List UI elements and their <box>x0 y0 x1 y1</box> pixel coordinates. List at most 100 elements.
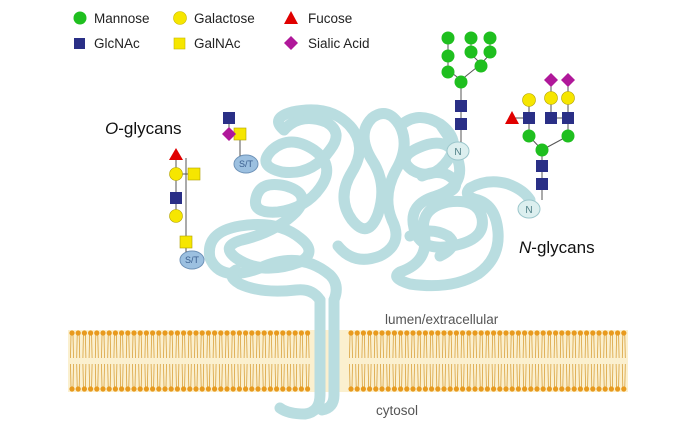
lipid-head <box>472 330 478 336</box>
lipid-tail <box>150 334 155 359</box>
lipid-tail <box>373 363 378 388</box>
lipid-head <box>615 330 621 336</box>
lipid-head <box>522 330 528 336</box>
legend-label-galnac: GalNAc <box>194 36 241 51</box>
galnac-icon <box>179 235 193 249</box>
lipid-head <box>584 386 590 392</box>
lipid-tail <box>299 363 304 388</box>
lipid-tail <box>398 363 403 388</box>
lipid-head <box>75 330 81 336</box>
lipid-head <box>478 386 484 392</box>
glcnac-icon <box>170 192 182 204</box>
transmembrane-segment <box>274 294 340 420</box>
lipid-tail <box>454 363 459 388</box>
lipid-head <box>608 330 615 336</box>
lipid-head <box>515 330 522 336</box>
galnac-icon <box>173 37 186 50</box>
lipid-head <box>484 386 490 392</box>
lipid-head <box>305 386 311 392</box>
lipid-head <box>373 386 379 392</box>
lipid-tail <box>603 334 608 359</box>
membrane-bilayer <box>68 330 628 392</box>
lipid-tail <box>547 363 552 388</box>
lipid-head <box>354 330 360 336</box>
lipid-tail <box>88 363 93 388</box>
lipid-head <box>416 386 422 392</box>
lipid-tail <box>107 363 112 388</box>
lipid-head <box>379 386 385 392</box>
lipid-tail <box>516 334 521 359</box>
membrane-band <box>68 330 628 392</box>
lipid-head <box>181 386 187 392</box>
site-st-upper-node <box>233 154 259 174</box>
lipid-head <box>478 330 484 336</box>
n-glycans-prefix: N <box>519 238 532 257</box>
lipid-head <box>497 386 503 392</box>
lipid-tail <box>429 334 434 359</box>
lipid-tail <box>510 334 515 359</box>
site-n-upper-node <box>446 141 470 161</box>
lipid-tail <box>584 334 589 359</box>
lipid-head <box>503 330 509 336</box>
lipid-tail <box>225 363 229 388</box>
lipid-head <box>367 386 373 392</box>
lipid-head <box>602 330 608 336</box>
lipid-tail <box>169 363 174 388</box>
lipid-head <box>224 386 230 392</box>
sialic-acid-icon <box>561 73 575 87</box>
lipid-tail <box>194 363 198 388</box>
lipid-head <box>546 330 553 336</box>
lipid-tail <box>101 363 105 388</box>
lipid-tail <box>541 363 546 388</box>
lipid-tail <box>94 334 99 359</box>
lipid-head <box>491 386 497 392</box>
lipid-head <box>460 330 466 336</box>
lipid-head <box>243 386 249 392</box>
lipid-head <box>224 330 230 336</box>
lipid-tail <box>249 363 254 388</box>
lipid-tail <box>206 363 211 388</box>
lipid-tail <box>138 334 143 359</box>
lipid-head <box>385 386 391 392</box>
lipid-tail <box>485 334 490 359</box>
lipid-tail <box>572 363 577 388</box>
lipid-head <box>298 386 304 392</box>
lipid-tail <box>113 334 118 359</box>
lipid-tail <box>380 334 384 359</box>
glcnac-icon <box>536 160 548 172</box>
lipid-head <box>348 386 354 392</box>
lipid-head <box>156 386 162 392</box>
lipid-head <box>447 386 453 392</box>
lipid-head <box>267 330 273 336</box>
lipid-tail <box>473 334 477 359</box>
lipid-head <box>385 330 391 336</box>
protein-chain <box>203 104 536 420</box>
lipid-head <box>249 386 255 392</box>
lipid-head <box>125 330 131 336</box>
lipid-head <box>305 330 311 336</box>
lipid-head <box>621 386 627 392</box>
lipid-tail <box>442 334 446 359</box>
site-st-lower: S/T <box>179 250 205 270</box>
lipid-tail <box>349 334 353 359</box>
lipid-head <box>453 330 459 336</box>
lipid-head <box>429 386 435 392</box>
lipid-tail <box>280 334 285 359</box>
lipid-head <box>398 386 404 392</box>
lipid-tail <box>547 334 552 359</box>
lipid-head <box>391 330 397 336</box>
lipid-head <box>274 330 280 336</box>
lipid-head <box>261 330 267 336</box>
lipid-tail <box>597 363 601 388</box>
lipid-tail <box>163 334 167 359</box>
lipid-tail <box>535 334 539 359</box>
protein-right-lobe <box>391 112 536 292</box>
lipid-head <box>596 386 602 392</box>
protein-left-lobe <box>203 112 342 306</box>
lipid-head <box>435 330 441 336</box>
lipid-head <box>181 330 187 336</box>
lipid-tail <box>584 363 589 388</box>
site-n-upper: N <box>446 141 470 161</box>
lipid-tail <box>609 334 614 359</box>
lipid-tail <box>435 363 440 388</box>
